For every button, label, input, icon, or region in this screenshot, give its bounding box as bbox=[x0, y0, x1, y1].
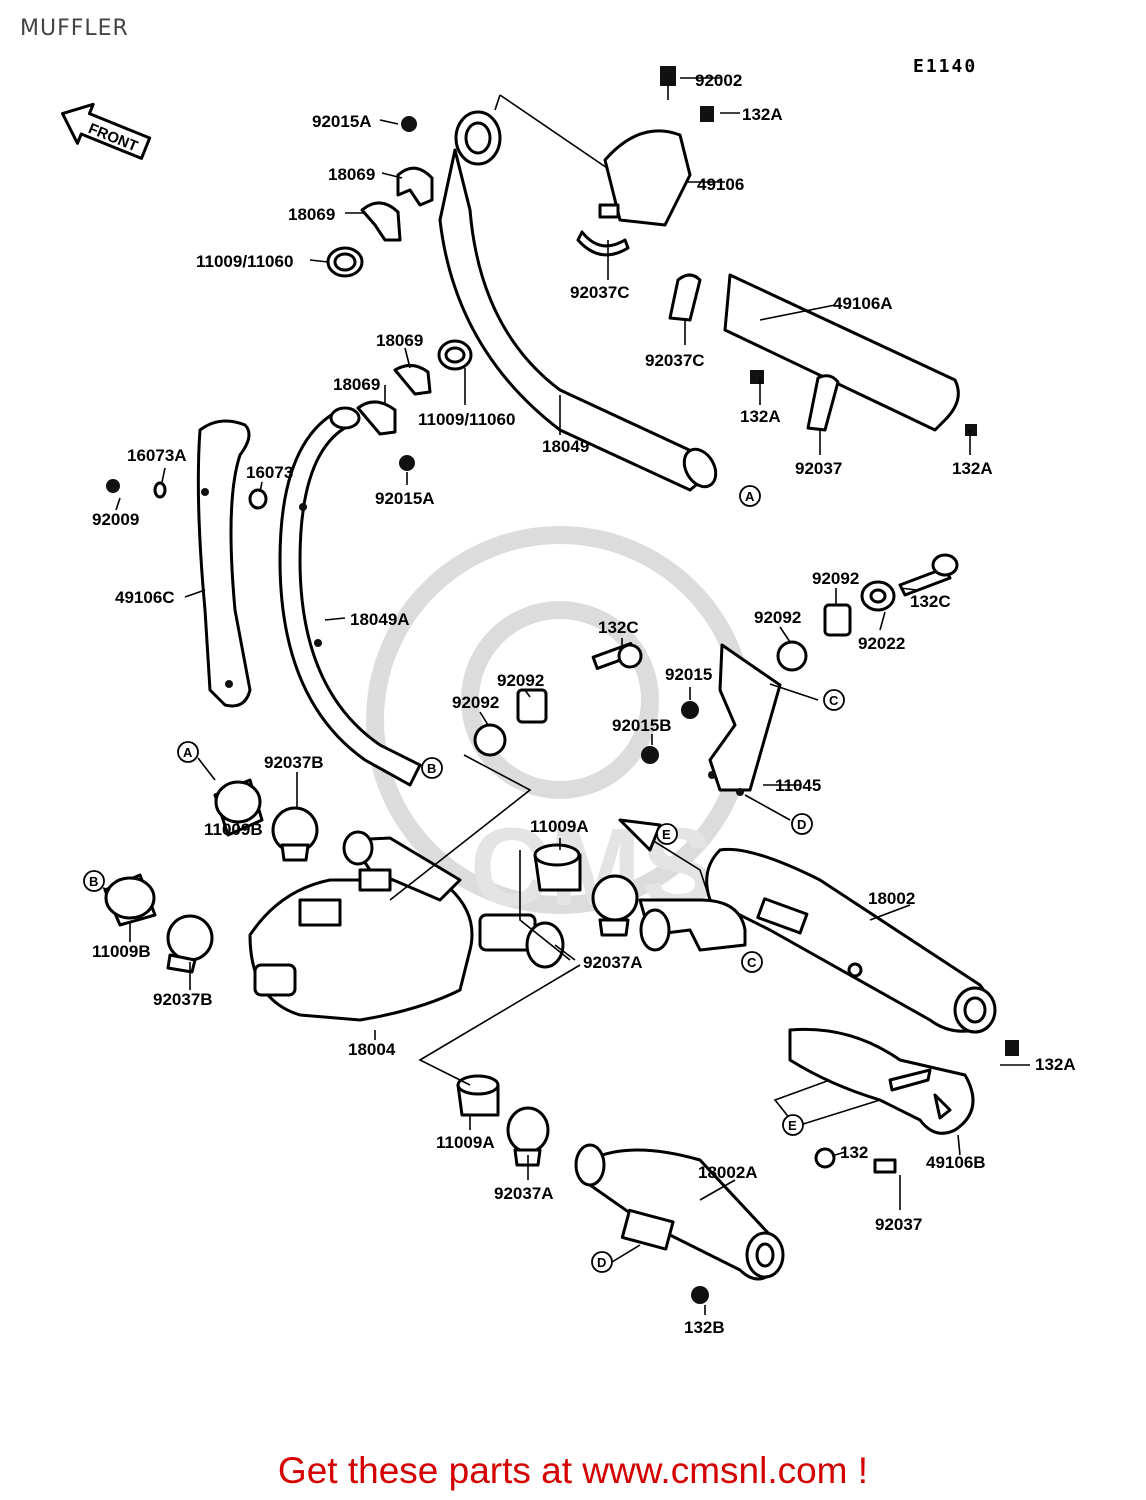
heat-shield-49106a bbox=[668, 273, 977, 436]
muffler-18002a bbox=[574, 1143, 785, 1304]
label-92037c: 92037C bbox=[645, 351, 705, 370]
label-92092: 92092 bbox=[812, 569, 859, 588]
label-132c: 132C bbox=[598, 618, 639, 637]
label-92037a: 92037A bbox=[494, 1184, 554, 1203]
flange-clamps-top bbox=[326, 116, 434, 278]
label-92037: 92037 bbox=[795, 459, 842, 478]
label-92092: 92092 bbox=[754, 608, 801, 627]
label-18069: 18069 bbox=[328, 165, 375, 184]
part-labels: 92002 132A 49106 92037C 92015A 18069 180… bbox=[92, 71, 1076, 1337]
collars-mid bbox=[533, 843, 639, 937]
footer-promo-link[interactable]: Get these parts at www.cmsnl.com ! bbox=[277, 1450, 869, 1491]
label-92022: 92022 bbox=[858, 634, 905, 653]
ref-marker-e-1: E bbox=[656, 823, 678, 845]
collars-lower bbox=[456, 1074, 550, 1167]
label-92037c: 92037C bbox=[570, 283, 630, 302]
svg-text:E: E bbox=[662, 827, 671, 842]
heat-shield-49106 bbox=[576, 66, 714, 257]
label-11009b: 11009B bbox=[204, 820, 263, 839]
label-132a: 132A bbox=[740, 407, 781, 426]
muffler-18002 bbox=[618, 818, 997, 1034]
ref-marker-d-2: D bbox=[591, 1251, 613, 1273]
collars-left bbox=[103, 778, 319, 974]
label-92002: 92002 bbox=[695, 71, 742, 90]
label-49106b: 49106B bbox=[926, 1153, 986, 1172]
label-18069: 18069 bbox=[376, 331, 423, 350]
label-92037b: 92037B bbox=[153, 990, 213, 1009]
svg-text:B: B bbox=[89, 874, 98, 889]
label-132c: 132C bbox=[910, 592, 951, 611]
ref-marker-e-2: E bbox=[782, 1114, 804, 1136]
label-92015b: 92015B bbox=[612, 716, 672, 735]
label-18069: 18069 bbox=[333, 375, 380, 394]
svg-text:C: C bbox=[747, 955, 757, 970]
svg-text:D: D bbox=[797, 817, 806, 832]
svg-text:B: B bbox=[427, 761, 436, 776]
label-18004: 18004 bbox=[348, 1040, 396, 1059]
diagram-code: E1140 bbox=[913, 56, 978, 77]
svg-text:C: C bbox=[829, 693, 839, 708]
label-49106: 49106 bbox=[697, 175, 744, 194]
label-16073: 16073 bbox=[246, 463, 293, 482]
label-132a: 132A bbox=[952, 459, 993, 478]
label-11009b: 11009B bbox=[92, 942, 151, 961]
label-11009-11060: 11009/11060 bbox=[196, 252, 293, 271]
ref-marker-c-1: C bbox=[823, 689, 845, 711]
label-132: 132 bbox=[840, 1143, 868, 1162]
svg-text:A: A bbox=[745, 489, 755, 504]
ref-marker-b-2: B bbox=[83, 870, 105, 892]
ref-marker-a-2: A bbox=[177, 741, 199, 763]
ref-marker-b-1: B bbox=[421, 757, 443, 779]
label-92092: 92092 bbox=[452, 693, 499, 712]
label-49106a: 49106A bbox=[833, 294, 893, 313]
label-92037a: 92037A bbox=[583, 953, 643, 972]
label-16073a: 16073A bbox=[127, 446, 187, 465]
label-132a: 132A bbox=[742, 105, 783, 124]
svg-text:E: E bbox=[788, 1118, 797, 1133]
label-49106c: 49106C bbox=[115, 588, 175, 607]
label-18002a: 18002A bbox=[698, 1163, 758, 1182]
label-11009a: 11009A bbox=[436, 1133, 495, 1152]
diagram-title: MUFFLER bbox=[20, 16, 129, 41]
mount-hardware-right bbox=[473, 553, 959, 796]
label-92015a: 92015A bbox=[375, 489, 435, 508]
exhaust-pipe-18049 bbox=[438, 94, 718, 492]
label-11009-11060: 11009/11060 bbox=[418, 410, 515, 429]
label-92015a: 92015A bbox=[312, 112, 372, 131]
label-18049: 18049 bbox=[542, 437, 589, 456]
flange-clamps-mid bbox=[356, 339, 473, 471]
ref-marker-c-2: C bbox=[741, 951, 763, 973]
label-11045: 11045 bbox=[775, 776, 821, 795]
label-18049a: 18049A bbox=[350, 610, 410, 629]
label-18069: 18069 bbox=[288, 205, 335, 224]
svg-text:D: D bbox=[597, 1255, 606, 1270]
bracket-49106c bbox=[106, 419, 268, 708]
label-18002: 18002 bbox=[868, 889, 915, 908]
label-92037: 92037 bbox=[875, 1215, 922, 1234]
leader-lines bbox=[102, 77, 1030, 1315]
label-92037b: 92037B bbox=[264, 753, 324, 772]
muffler-chamber-18004 bbox=[248, 830, 565, 1022]
label-92009: 92009 bbox=[92, 510, 139, 529]
ref-marker-d-1: D bbox=[791, 813, 813, 835]
svg-text:A: A bbox=[183, 745, 193, 760]
label-132a: 132A bbox=[1035, 1055, 1076, 1074]
label-92092: 92092 bbox=[497, 671, 544, 690]
heat-shield-49106b bbox=[788, 1027, 1019, 1174]
label-11009a: 11009A bbox=[530, 817, 589, 836]
label-132b: 132B bbox=[684, 1318, 725, 1337]
front-arrow-icon: FRONT bbox=[61, 102, 152, 160]
exhaust-pipe-18049a bbox=[278, 406, 422, 787]
label-92015: 92015 bbox=[665, 665, 712, 684]
ref-marker-a-1: A bbox=[739, 485, 761, 507]
